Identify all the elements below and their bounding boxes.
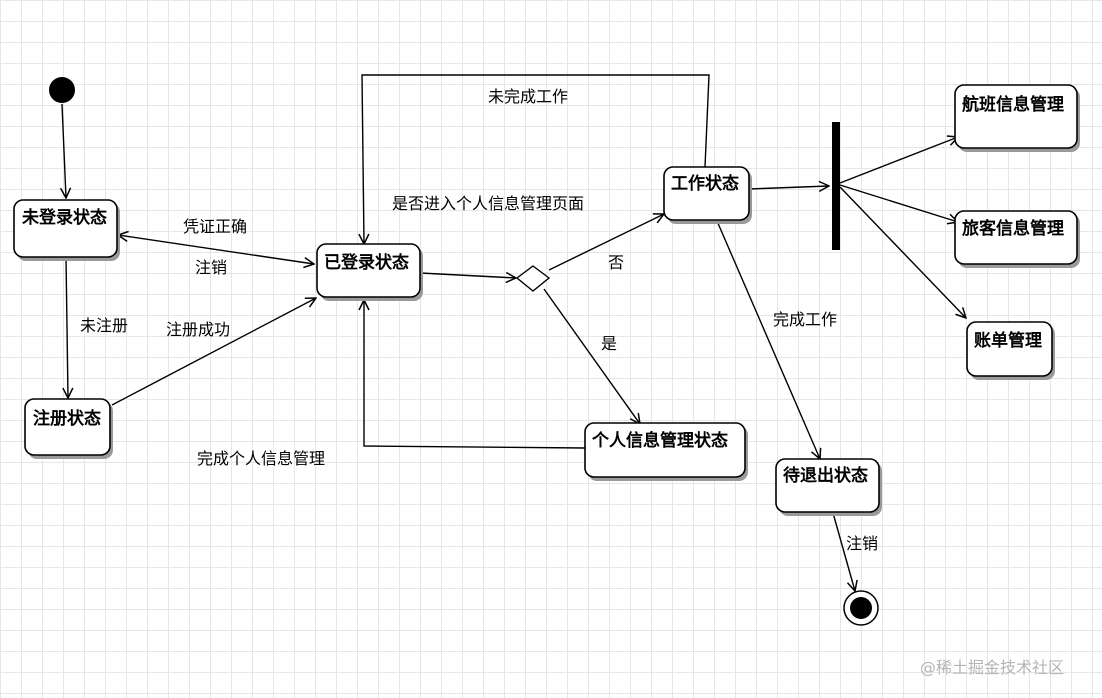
edge-logged-in-to-decision bbox=[419, 273, 516, 278]
decision-node bbox=[515, 265, 551, 292]
edge-pending-exit-to-final bbox=[832, 512, 855, 591]
edges bbox=[62, 74, 966, 591]
state-label-passenger-info-mgmt: 旅客信息管理 bbox=[962, 218, 1064, 239]
state-logged-in: 已登录状态 bbox=[316, 243, 423, 301]
edge-not-logged-in-to-registering bbox=[66, 256, 68, 398]
edge-not-logged-in-logged-in bbox=[118, 235, 314, 264]
edge-fork-to-passenger bbox=[839, 184, 958, 222]
edge-personal-to-logged-in bbox=[364, 300, 586, 449]
edge-fork-to-flight bbox=[839, 137, 958, 184]
state-pending-exit: 待退出状态 bbox=[775, 458, 882, 516]
label-register-success: 注册成功 bbox=[166, 320, 230, 339]
state-label-billing-mgmt: 账单管理 bbox=[974, 330, 1042, 351]
label-no: 否 bbox=[608, 253, 624, 272]
state-label-personal-info-mgmt: 个人信息管理状态 bbox=[591, 430, 728, 451]
label-finished-work: 完成工作 bbox=[773, 310, 837, 329]
edge-working-to-fork bbox=[748, 186, 829, 189]
state-label-flight-info-mgmt: 航班信息管理 bbox=[962, 94, 1064, 115]
state-working: 工作状态 bbox=[663, 166, 752, 224]
edge-working-to-pending-exit bbox=[716, 220, 820, 459]
state-label-not-logged-in: 未登录状态 bbox=[21, 207, 107, 228]
edge-fork-to-billing bbox=[839, 186, 966, 318]
state-personal-info-mgmt: 个人信息管理状态 bbox=[584, 422, 748, 481]
label-credentials-ok: 凭证正确 bbox=[183, 217, 247, 236]
state-label-registering: 注册状态 bbox=[33, 408, 101, 429]
label-yes: 是 bbox=[601, 334, 617, 353]
edge-decision-to-working bbox=[548, 214, 664, 271]
label-not-registered: 未注册 bbox=[80, 316, 128, 335]
final-node-inner bbox=[850, 597, 872, 619]
state-label-working: 工作状态 bbox=[671, 173, 739, 194]
edge-working-to-logged-in-loop bbox=[362, 74, 710, 244]
edge-initial-to-not-logged-in bbox=[62, 103, 66, 198]
state-billing-mgmt: 账单管理 bbox=[966, 321, 1055, 380]
label-finished-personal-info: 完成个人信息管理 bbox=[197, 449, 325, 468]
watermark: @稀土掘金技术社区 bbox=[920, 658, 1064, 677]
state-registering: 注册状态 bbox=[24, 398, 113, 459]
label-unfinished-work: 未完成工作 bbox=[488, 87, 568, 106]
label-logout-final: 注销 bbox=[846, 534, 878, 553]
state-label-pending-exit: 待退出状态 bbox=[783, 465, 868, 486]
state-label-logged-in: 已登录状态 bbox=[324, 252, 409, 273]
label-logout-left: 注销 bbox=[195, 258, 227, 277]
state-passenger-info-mgmt: 旅客信息管理 bbox=[954, 210, 1080, 268]
label-enter-personal-page-question: 是否进入个人信息管理页面 bbox=[392, 194, 584, 213]
edge-registering-to-logged-in bbox=[111, 298, 316, 406]
state-not-logged-in: 未登录状态 bbox=[13, 199, 120, 261]
edge-decision-to-personal bbox=[543, 288, 640, 424]
initial-node bbox=[49, 77, 75, 103]
state-flight-info-mgmt: 航班信息管理 bbox=[954, 84, 1080, 152]
